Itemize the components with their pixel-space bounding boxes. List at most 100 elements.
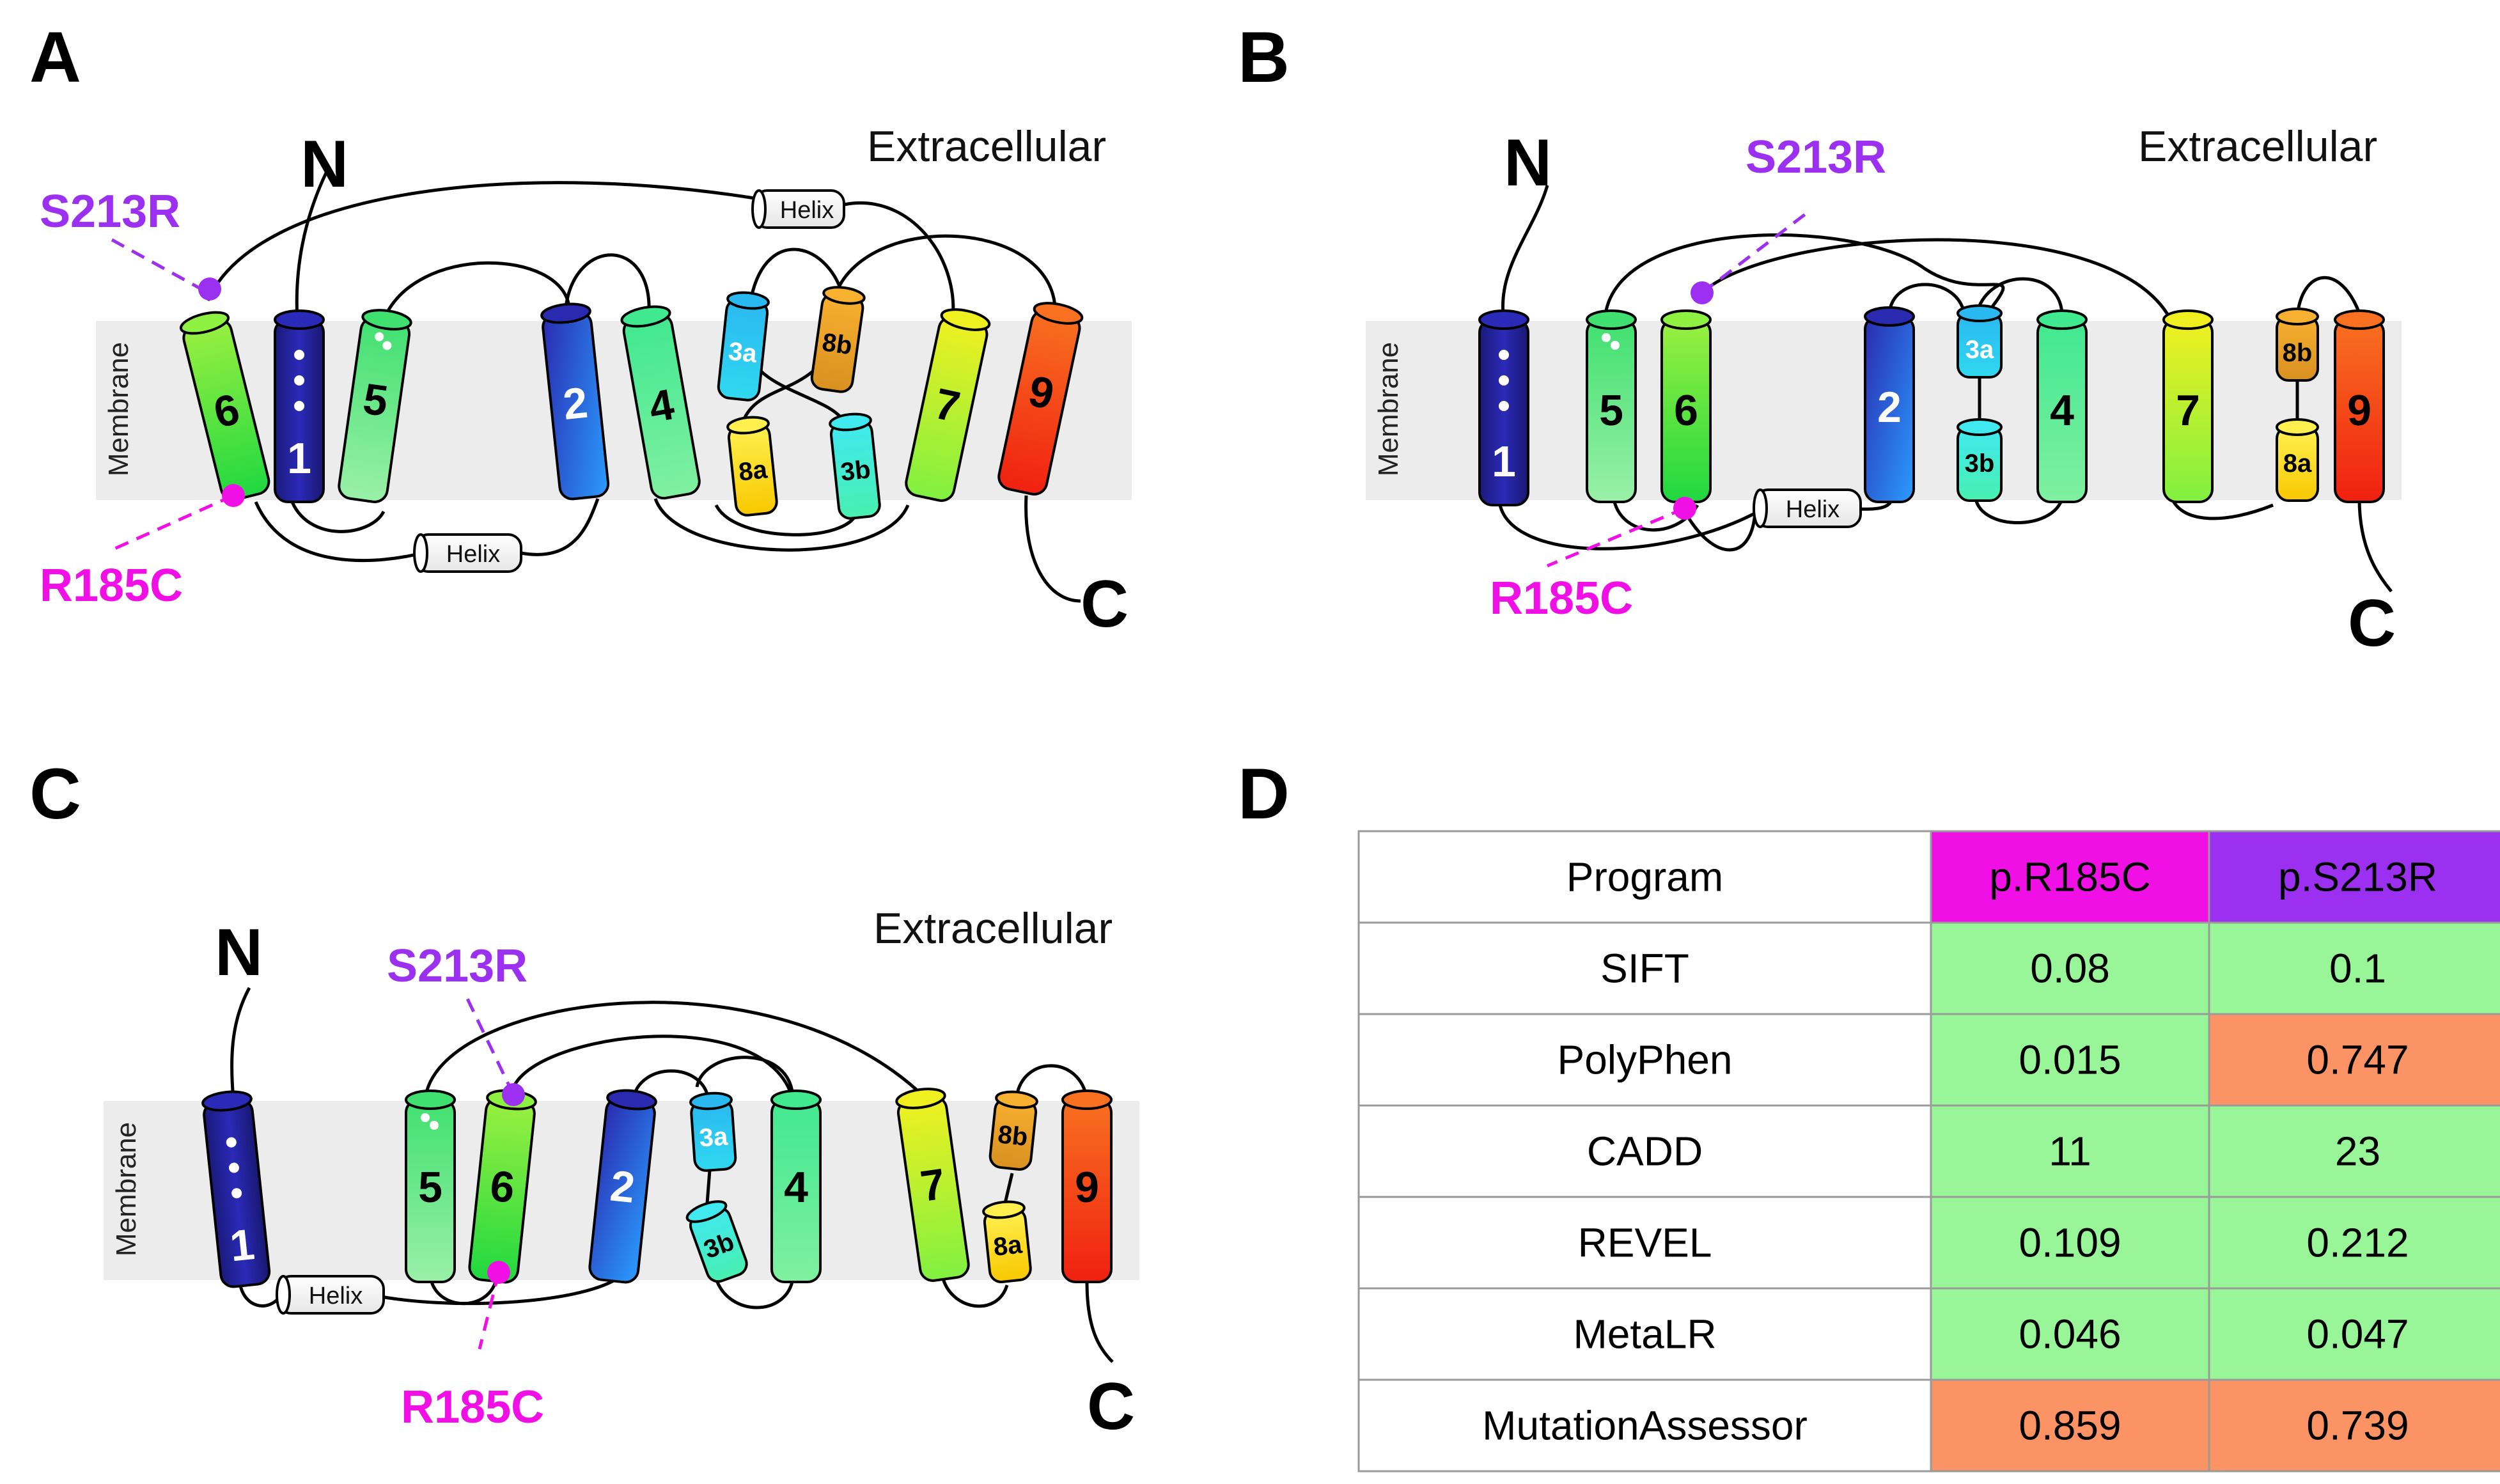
s213r-score-cell (2208, 1013, 2500, 1107)
header-r185c: p.R185C (1989, 854, 2151, 900)
loop-8b-to-9 (2295, 276, 2361, 317)
helix-4: 4 (2036, 309, 2088, 503)
svg-text:8a: 8a (737, 455, 769, 486)
s213r-site (1691, 281, 1714, 304)
s213r-score-cell (2208, 1379, 2500, 1472)
helix-8b: 8b (810, 286, 866, 393)
c-terminus-label: C (2348, 586, 2396, 660)
loop-1-to-5 (289, 498, 386, 533)
svg-text:8b: 8b (997, 1120, 1029, 1152)
s213r-score-cell (2208, 1196, 2500, 1290)
svg-text:2: 2 (561, 378, 590, 429)
header-s213r: p.S213R (2278, 854, 2437, 900)
loop-2-to-3a (631, 1069, 710, 1100)
program-name: PolyPhen (1558, 1037, 1733, 1083)
loop-1-to-helix-lower (1497, 501, 1760, 551)
extracellular-label: Extracellular (867, 122, 1106, 171)
svg-text:8a: 8a (992, 1230, 1024, 1261)
loop-2-to-3a (1887, 283, 1966, 314)
svg-text:Helix: Helix (1786, 496, 1840, 523)
r185c-score: 0.08 (2030, 946, 2110, 992)
r185c-label: R185C (401, 1382, 544, 1433)
loop-helix-lower-to-2 (520, 498, 600, 556)
helix-3b: 3b (685, 1200, 748, 1283)
loop-6-down (1683, 510, 1757, 552)
helix-3b: 3b (829, 412, 881, 520)
s213r-score-cell (2208, 1104, 2500, 1198)
loop-3a-8b (749, 247, 846, 301)
loop-4-to-7 (653, 498, 910, 552)
panel-a: A Membrane Extracellular Helix Helix (29, 17, 1132, 641)
s213r-label: S213R (1746, 132, 1886, 183)
svg-text:3b: 3b (840, 455, 872, 487)
helix-2: 2 (588, 1089, 657, 1284)
s213r-label: S213R (40, 186, 180, 237)
helix-5: 5 (1586, 309, 1637, 503)
panel-b: B Membrane Extracellular Helix 1 (1238, 17, 2402, 660)
helix-4: 4 (770, 1090, 822, 1283)
r185c-label: R185C (1490, 573, 1633, 624)
svg-text:3a: 3a (698, 1122, 729, 1152)
helix-1: 1 (274, 309, 325, 503)
helix-4: 4 (620, 305, 701, 500)
helix-9: 9 (2334, 309, 2385, 503)
loop-3a-to-4 (1977, 277, 2064, 314)
r185c-score: 0.046 (2019, 1311, 2121, 1357)
r185c-label: R185C (40, 560, 183, 611)
helix-8a: 8a (982, 1200, 1032, 1283)
svg-text:Helix: Helix (446, 541, 500, 568)
svg-text:Helix: Helix (309, 1283, 363, 1309)
loop-8b-to-9 (1015, 1064, 1089, 1100)
s213r-leader (111, 238, 206, 293)
extracellular-label: Extracellular (873, 904, 1113, 953)
helix-6: 6 (1660, 309, 1712, 503)
s213r-score: 0.739 (2306, 1403, 2409, 1449)
svg-text:3a: 3a (1965, 336, 1994, 364)
r185c-site (487, 1261, 510, 1284)
helix-3b: 3b (1957, 418, 2003, 502)
loop-2-to-4 (564, 253, 651, 314)
program-name: CADD (1587, 1129, 1703, 1175)
helix-tag-intracellular: Helix (413, 533, 522, 573)
n-terminus-tail (1501, 185, 1549, 320)
r185c-score-cell (1930, 1379, 2210, 1472)
helix-3a: 3a (717, 291, 770, 402)
program-name-cell (1357, 1196, 1932, 1290)
helix-7: 7 (895, 1088, 970, 1282)
helix-1: 1 (1478, 309, 1529, 506)
membrane-label: Membrane (111, 1122, 142, 1256)
s213r-score: 0.747 (2306, 1037, 2409, 1083)
n-terminus-label: N (1504, 126, 1552, 200)
helix-tag-intracellular: Helix (276, 1275, 385, 1315)
program-name-cell (1357, 1287, 1932, 1381)
s213r-score: 23 (2335, 1129, 2380, 1175)
helix-5: 5 (405, 1090, 456, 1283)
loop-helix-to-2 (370, 1277, 618, 1306)
n-terminus-label: N (215, 916, 263, 990)
loop-7-to-8a (941, 1278, 1009, 1308)
n-terminus-label: N (301, 127, 348, 201)
helix-8a: 8a (726, 416, 778, 517)
header-r185c-cell (1930, 830, 2210, 924)
c-terminus-tail (1024, 495, 1081, 603)
program-name: REVEL (1578, 1220, 1712, 1266)
loop-3a-to-4 (695, 1056, 795, 1100)
r185c-site (1673, 497, 1696, 520)
svg-text:2: 2 (608, 1161, 637, 1212)
membrane-label: Membrane (1373, 342, 1404, 476)
svg-text:5: 5 (1599, 386, 1623, 435)
extracellular-label: Extracellular (2138, 122, 2377, 171)
loop-6-to-4 (510, 1035, 795, 1100)
svg-text:1: 1 (287, 434, 311, 483)
c-terminus-label: C (1087, 1370, 1135, 1444)
helix-9: 9 (1061, 1090, 1113, 1283)
helix-7: 7 (2162, 309, 2214, 503)
loop-7-to-8a (2169, 495, 2274, 520)
program-name-cell (1357, 1104, 1932, 1198)
svg-text:6: 6 (488, 1161, 517, 1212)
svg-text:4: 4 (784, 1163, 808, 1212)
r185c-score: 0.859 (2019, 1403, 2121, 1449)
loop-5-over (1603, 233, 2005, 321)
loop-6-to-helix (206, 181, 755, 302)
